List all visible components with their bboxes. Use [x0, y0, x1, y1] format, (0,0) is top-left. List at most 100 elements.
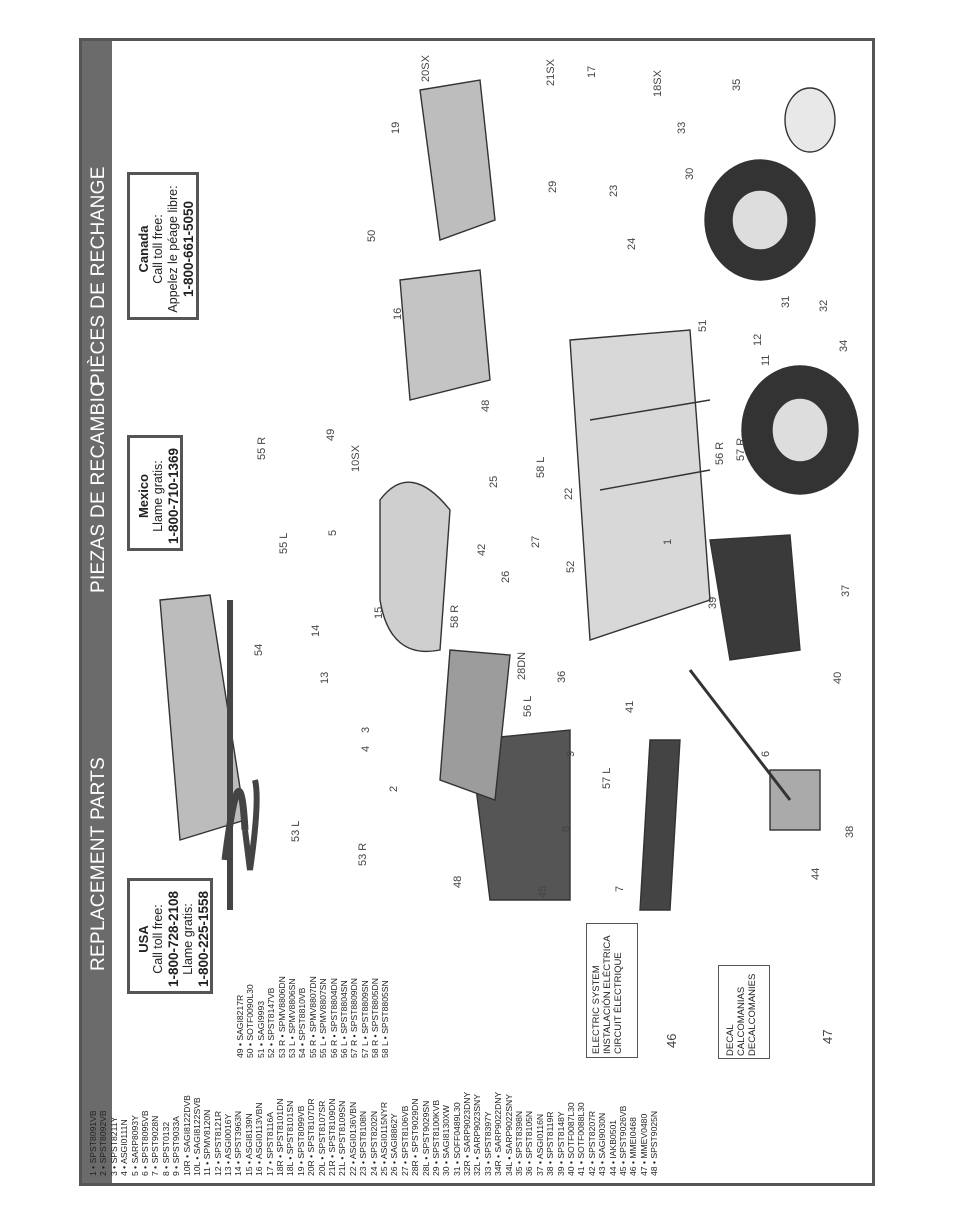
callout-26: 26	[500, 570, 512, 583]
callout-6: 6	[760, 750, 772, 757]
parts-list-item: 1 • SPST8091VB	[88, 1110, 98, 1176]
parts-list-item: 26 • SAGI8862Y	[389, 1113, 400, 1176]
electric-system-box: ELECTRIC SYSTEM INSTALACIÓN ELÉCTRICA CI…	[586, 923, 638, 1058]
parts-list-item: 31 • SOFF0489L30	[451, 1102, 462, 1176]
parts-list-item: 42 • SPST8207R	[586, 1110, 597, 1176]
box47-line2: CALCOMANIAS	[736, 986, 747, 1056]
callout-16: 16	[392, 307, 404, 320]
parts-list-item: 14 • SPST3963N	[233, 1110, 244, 1176]
callout-29: 29	[547, 180, 559, 193]
mexico-country: Mexico	[136, 473, 151, 519]
parts-list-item: 28L • SPST9029SN	[420, 1100, 431, 1176]
callout-52: 52	[565, 560, 577, 573]
parts-list-item: 30 • SAGI8130XW	[441, 1105, 452, 1176]
parts-list-item: 18R • SPST8101DN	[275, 1098, 286, 1176]
parts-list-item: 41 • SOTF0088L30	[576, 1102, 587, 1176]
parts-list-item: 55 R • SPMV8807DN	[307, 976, 318, 1058]
callout-19: 19	[390, 121, 402, 134]
parts-list-item: 3 • SPST8211Y	[108, 1116, 119, 1176]
callout-18sx: 18SX	[652, 70, 664, 97]
callout-55l: 55 L	[278, 532, 290, 554]
callout-32: 32	[818, 299, 830, 312]
callout-41: 41	[624, 700, 636, 713]
callout-15: 15	[373, 606, 385, 619]
callout-42: 42	[476, 543, 488, 556]
callout-25: 25	[488, 475, 500, 488]
callout-58r: 58 R	[449, 604, 461, 628]
header-fr: PIÈCES DE RECHANGE	[88, 166, 109, 386]
seat-part	[379, 481, 451, 653]
parts-list-item: 56 R • SPST8804DN	[328, 978, 339, 1058]
callout-36: 36	[556, 670, 568, 683]
callout-35: 35	[731, 78, 743, 91]
parts-list-item: 20L • SPST8107SR	[316, 1100, 327, 1176]
gearbox-part	[709, 534, 801, 661]
callout-5: 5	[327, 529, 339, 536]
canada-toll-box: Canada Call toll free: Appelez le péage …	[127, 172, 199, 320]
mexico-toll-box: Mexico Llame gratis: 1-800-710-1369	[127, 435, 183, 551]
parts-list-item: 57 L • SPST8809SN	[359, 980, 370, 1058]
decal-box: DECAL CALCOMANIAS DECALCOMANIES	[718, 965, 770, 1059]
parts-list-item: 36 • SPST8105N	[524, 1110, 535, 1176]
callout-50: 50	[366, 229, 378, 242]
callout-45: 45	[537, 885, 549, 898]
callout-57r: 57 R	[735, 437, 747, 461]
parts-list-item: 16 • ASGI0113VBN	[254, 1102, 265, 1176]
parts-list-item: 39 • SPST8148Y	[555, 1111, 566, 1176]
box46-line1: ELECTRIC SYSTEM	[591, 965, 602, 1054]
callout-44: 44	[810, 867, 822, 880]
parts-list-item: 6 • SPST8095VB	[139, 1110, 150, 1176]
callout-57l: 57 L	[601, 767, 613, 789]
parts-list-item: 40 • SOTF0087L30	[565, 1102, 576, 1176]
parts-list-item: 58 R • SPST8805DN	[370, 978, 381, 1058]
parts-list-item: 7 • SPST9028N	[150, 1115, 161, 1176]
box47-line1: DECAL	[725, 1024, 736, 1056]
callout-28dn: 28DN	[516, 651, 528, 680]
parts-list-item: 17 • SPST8116A	[264, 1112, 275, 1176]
callout-58l: 58 L	[535, 456, 547, 478]
parts-list-item: 52 • SPST8147VB	[266, 987, 277, 1058]
parts-list-item: 58 L • SPST8805SN	[380, 980, 391, 1058]
box46-line3: CIRCUIT ÉLECTRIQUE	[613, 952, 624, 1054]
battery-part	[769, 769, 821, 831]
parts-list-item: 47 • MMEV0480	[638, 1113, 649, 1176]
header-es: PIEZAS DE RECAMBIO	[88, 381, 109, 593]
callout-51: 51	[697, 319, 709, 332]
callout-13: 13	[319, 671, 331, 684]
callout-14: 14	[310, 624, 322, 637]
parts-list-item: 11 • SPMV8120N	[202, 1109, 213, 1176]
callout-31: 31	[780, 295, 792, 308]
parts-list-item: 48 • SPST9025N	[649, 1110, 660, 1176]
parts-list-item: 12 • SPST8121R	[212, 1110, 223, 1176]
parts-list-item: 53 R • SPMV8806DN	[276, 976, 287, 1058]
parts-list-item: 20R • SPST8107DR	[306, 1098, 317, 1176]
axle-part	[688, 669, 792, 801]
callout-8: 8	[560, 825, 572, 832]
callout-21sx: 21SX	[545, 59, 557, 86]
parts-list-item: 49 • SAGI8217R	[235, 994, 245, 1058]
parts-list-item: 13 • ASGI0016Y	[223, 1113, 234, 1176]
callout-38: 38	[844, 825, 856, 838]
callout-27: 27	[530, 535, 542, 548]
parts-list-item: 27 • SPST8106VB	[399, 1105, 410, 1176]
callout-7: 7	[614, 885, 626, 892]
parts-list-item: 19 • SPST8099VB	[295, 1105, 306, 1176]
callout-48a: 48	[452, 875, 464, 888]
callout-46: 46	[664, 1033, 679, 1048]
parts-list-item: 2 • SPST8092VB	[98, 1110, 109, 1176]
callout-53r: 53 R	[357, 842, 369, 866]
parts-list-item: 21L • SPST8109SN	[337, 1100, 348, 1176]
callout-54: 54	[253, 643, 265, 656]
hood-part	[439, 649, 511, 801]
box46-line2: INSTALACIÓN ELÉCTRICA	[602, 935, 613, 1054]
parts-list-item: 34R • SARP9022DNY	[493, 1091, 504, 1176]
parts-list-item: 53 L • SPMV8806SN	[286, 978, 297, 1058]
tailgate-part	[419, 79, 496, 241]
parts-list-item: 28R • SPST9029DN	[410, 1098, 421, 1176]
usa-toll-box: USA Call toll free: 1-800-728-2108 Llame…	[127, 878, 213, 994]
parts-list-item: 46 • MMEI0468	[628, 1117, 639, 1176]
callout-9: 9	[565, 750, 577, 757]
parts-list-item: 8 • SPST0132	[160, 1121, 171, 1176]
